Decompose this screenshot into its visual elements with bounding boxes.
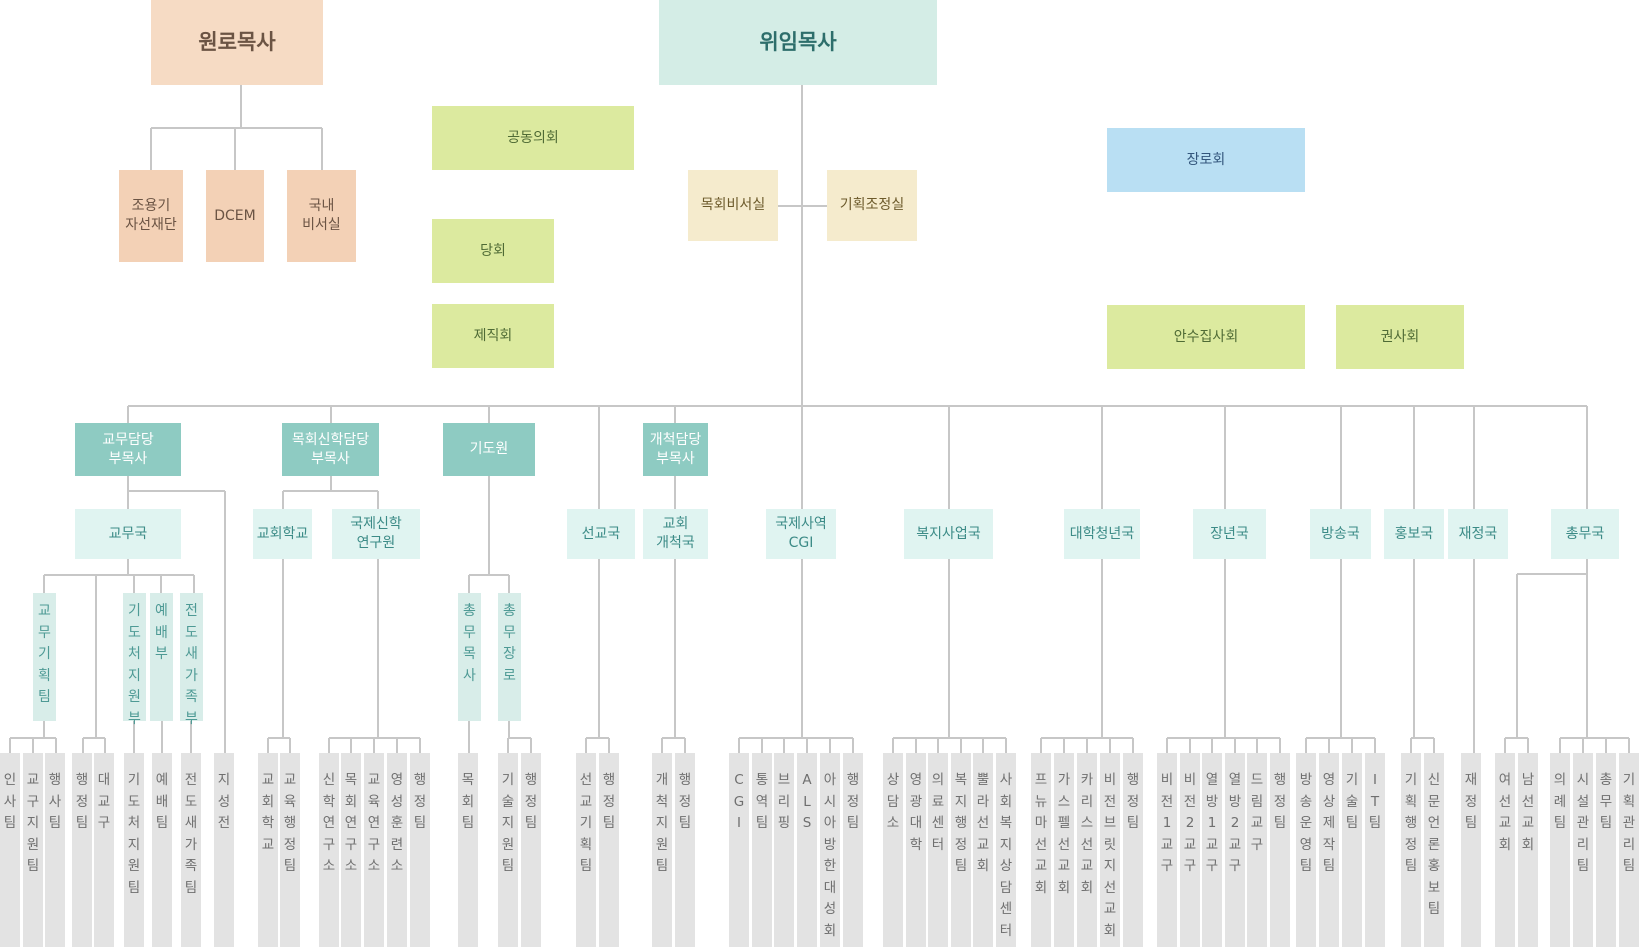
emeritus-unit-box[interactable]: 조용기 자선재단 (119, 170, 183, 262)
emeritus-unit-box[interactable]: 국내 비서실 (287, 170, 356, 262)
dept-welfare[interactable]: 복지사업국 (904, 509, 993, 559)
planning-office-box[interactable]: 기획조정실 (827, 170, 917, 241)
dept-church-school[interactable]: 교회학교 (253, 509, 312, 559)
dept-missions[interactable]: 선교국 (567, 509, 635, 559)
senior-pastor-emeritus-box[interactable]: 원로목사 (151, 0, 323, 85)
dept-general-affairs[interactable]: 총무국 (1551, 509, 1619, 559)
ordained-deacons-box[interactable]: 안수집사회 (1107, 305, 1305, 369)
dept-church-planting[interactable]: 교회 개척국 (643, 509, 708, 559)
session-box[interactable]: 당회 (432, 219, 554, 283)
dept-college-youth[interactable]: 대학청년국 (1064, 509, 1140, 559)
exhorters-box[interactable]: 권사회 (1336, 305, 1464, 369)
senior-pastor-box[interactable]: 위임목사 (659, 0, 937, 85)
dept-adults[interactable]: 장년국 (1193, 509, 1266, 559)
emeritus-unit-box[interactable]: DCEM (206, 170, 264, 262)
officers-council-box[interactable]: 제직회 (432, 304, 554, 368)
joint-council-box[interactable]: 공동의회 (432, 106, 634, 170)
dept-intl-theology-institute[interactable]: 국제신학 연구원 (332, 509, 420, 559)
elders-box[interactable]: 장로회 (1107, 128, 1305, 192)
dept-intl-ministry-cgi[interactable]: 국제사역 CGI (766, 509, 836, 559)
dept-church-planting-pastor[interactable]: 개척담당 부목사 (643, 423, 708, 476)
dept-academic-affairs[interactable]: 교무국 (75, 509, 181, 559)
dept-finance[interactable]: 재정국 (1448, 509, 1508, 559)
dept-pastoral-theology-pastor[interactable]: 목회신학담당 부목사 (282, 423, 379, 476)
dept-academic-pastor[interactable]: 교무담당 부목사 (75, 423, 181, 476)
dept-broadcasting[interactable]: 방송국 (1310, 509, 1371, 559)
dept-public-relations[interactable]: 홍보국 (1384, 509, 1444, 559)
pastor-secretary-box[interactable]: 목회비서실 (688, 170, 778, 241)
dept-prayer-mountain[interactable]: 기도원 (443, 423, 535, 476)
